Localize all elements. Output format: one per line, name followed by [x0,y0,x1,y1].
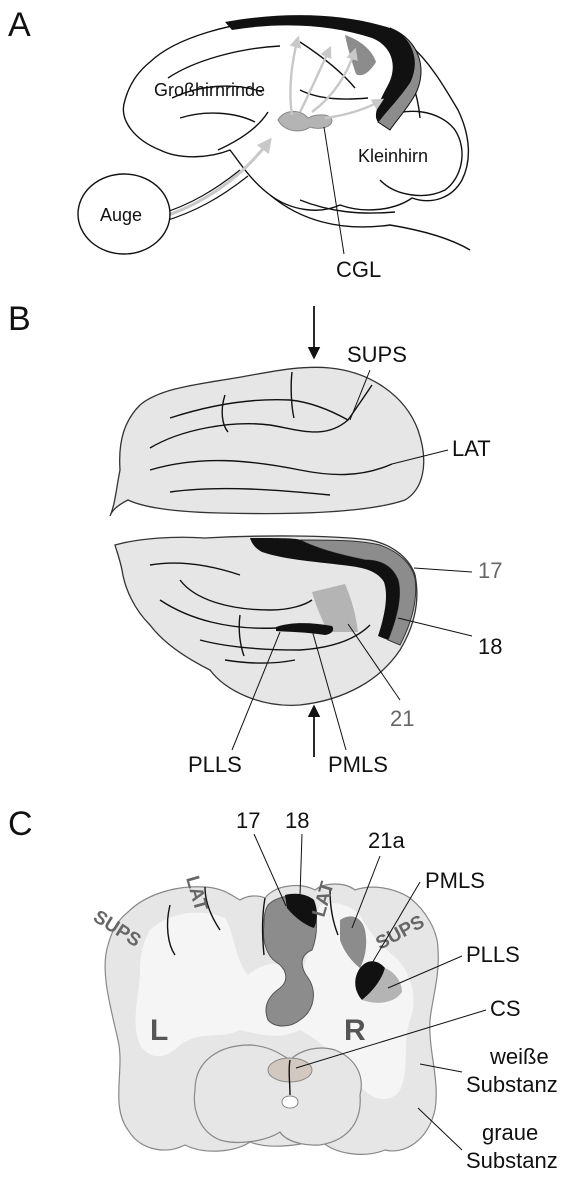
b-label-pmls: PMLS [328,752,388,777]
label-cortex: Großhirnrinde [154,80,265,100]
gyrus-line-4 [300,42,355,88]
panel-c: C LAT SUPS LAT SUPS L R 17 [8,805,558,1173]
c-label-17: 17 [236,808,260,833]
c-label-white-2: Substanz [466,1072,558,1097]
radiation-arrow-1 [290,38,298,115]
c-label-18: 18 [285,808,309,833]
brainstem-outline [270,195,470,250]
label-lgn: CGL [336,257,381,282]
b-label-17: 17 [478,558,502,583]
c-label-white-1: weiße [489,1044,549,1069]
panel-a: A Großhirnrinde Klei [8,6,470,282]
c-midline [289,1060,290,1095]
label-cerebellum: Kleinhirn [358,146,428,166]
c-label-plls: PLLS [466,942,520,967]
c-label-left: L [150,1014,168,1047]
upper-hemisphere [110,367,424,516]
label-eye: Auge [100,205,142,225]
c-label-cs: CS [490,996,521,1021]
radiation-arrow-4 [325,100,382,118]
panel-a-letter: A [8,6,31,44]
gyrus-line-3 [180,113,255,122]
b-label-plls: PLLS [188,752,242,777]
panel-b: B SUPS LAT 17 18 [8,300,502,777]
b-label-21: 21 [390,706,414,731]
radiation-arrow-2 [300,48,330,112]
b-leader-17 [414,568,472,572]
b-label-sups: SUPS [347,342,407,367]
b-label-18: 18 [478,634,502,659]
c-label-right: R [344,1014,366,1047]
leader-lgn [324,127,344,254]
panel-c-letter: C [8,805,33,843]
area-18-medial [345,35,376,75]
gyrus-line-1 [168,46,280,78]
c-label-gray-2: Substanz [466,1148,558,1173]
b-label-lat: LAT [452,436,491,461]
brainstem-lower [300,200,395,213]
panel-b-letter: B [8,300,31,338]
c-label-gray-1: graue [482,1120,538,1145]
c-label-21a: 21a [368,828,405,853]
c-ventricle [282,1096,298,1108]
c-label-pmls: PMLS [425,868,485,893]
